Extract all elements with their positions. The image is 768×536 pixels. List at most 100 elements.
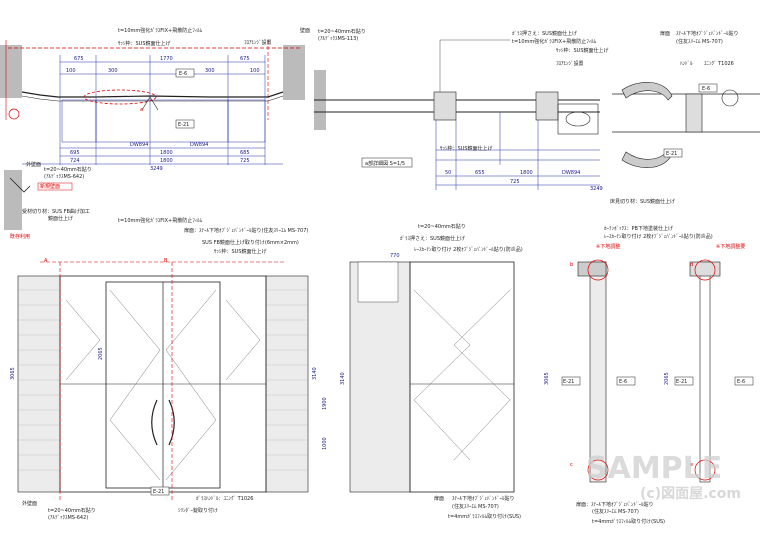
sec-dim-2: 2065 <box>664 372 670 385</box>
sec-tag-2: E-21 <box>563 379 574 385</box>
elev-height-2: 2065 <box>98 347 104 360</box>
sec-tag-3: E-6 <box>737 379 745 385</box>
existing-label: 既存利用 <box>10 233 30 240</box>
dim-lines <box>22 55 283 165</box>
detail-dim-3: 50 <box>445 170 451 176</box>
plan-wall-panel-label: t=20~40mm石貼り <box>318 28 366 35</box>
elev-handle-label: ｶﾞﾗｽﾊﾝﾄﾞﾙ：ﾕﾆﾝｸﾞ T1026 <box>196 495 253 502</box>
detail-title: a部詳細図 S=1/5 <box>365 160 405 167</box>
wall-hatch-left <box>0 45 22 98</box>
detail-dim-4: 725 <box>510 179 520 185</box>
plan-dim-top-1: 675 <box>74 56 84 62</box>
side-door-spec: ｽﾃｰﾙ下地ｵﾌﾞｼﾞｪﾊﾞﾝﾄﾞｰﾙ貼り <box>452 495 515 502</box>
sec-dim-1: 3065 <box>544 372 550 385</box>
sec-tag-4: E-21 <box>676 379 687 385</box>
handle-knob <box>721 89 739 107</box>
plan-wall-panel-note: (ｱﾙﾃﾞｯｸｽMS-113) <box>318 35 358 42</box>
detail-dim-5: DW894 <box>562 170 580 176</box>
sec-tag-box-1 <box>616 376 636 386</box>
watermark-sub: (c)図面屋.com <box>640 486 741 502</box>
detail-frame-2 <box>535 91 559 121</box>
callout-b-label: b <box>570 262 573 268</box>
detail-glass-press-label: ｶﾞﾗｽ押さえ：SUS鏡面仕上げ <box>512 30 577 37</box>
plan-dim-top-2: 1770 <box>160 56 173 62</box>
plan-hinge-label: ﾌﾛｱﾋﾝｼﾞ設置 <box>244 39 272 46</box>
side-sheet-label: ﾚｰｽｶｰﾃﾝ取り付け 2枚ｵﾌﾞｼﾞｪﾊﾞﾝﾄﾞｰﾙ貼り(防炎品) <box>414 246 523 253</box>
plan-tag-box-1 <box>175 68 195 78</box>
new-wall-box <box>37 182 73 191</box>
sash-line <box>21 91 284 98</box>
detail-fixing <box>9 177 31 193</box>
side-glass-press-label: ｶﾞﾗｽ押さえ：SUS鏡面仕上げ <box>400 235 465 242</box>
detail-view: ｶﾞﾗｽ押さえ：SUS鏡面仕上げ t=10mm強化ｶﾞﾗｽFIX+飛散防止ﾌｨﾙ… <box>314 30 675 205</box>
plan-tag-1: E-6 <box>179 71 187 77</box>
handle-finish-label: ｽﾃｰﾙ下地ｵﾌﾞｼﾞｪﾊﾞﾝﾄﾞｰﾙ貼り <box>676 30 739 37</box>
sec-tag-box-4 <box>674 376 694 386</box>
plan-outer-wall-label: 外壁面 <box>26 161 41 168</box>
front-elevation: A B t=10mm強化ｶﾞﾗｽFIX+飛散防止ﾌｨﾙﾑ 扉面：ｽﾃｰﾙ下地ｵﾌ… <box>10 217 328 521</box>
side-fix-glass: t=4mmｶﾞﾗｽﾌｨﾙﾑ取り付け(SUS) <box>448 513 521 520</box>
elev-stone-right <box>265 275 309 493</box>
elev-sus-label: SUS FB鏡面仕上げ取り付け(6mm×2mm) <box>202 239 299 246</box>
plan-sash-label: ｻｯｼ枠：SUS鏡面仕上げ <box>118 40 171 47</box>
watermark-main: SAMPLE <box>586 451 722 486</box>
handle-frame <box>685 93 703 133</box>
elev-height-3: 3140 <box>312 367 318 380</box>
plan-dim-bottom2-3: 725 <box>240 158 250 164</box>
detail-wall-hatch <box>4 170 22 230</box>
plan-tag-box-2 <box>175 119 195 129</box>
sash-line-inner <box>21 95 284 102</box>
section-d-wall <box>699 261 711 483</box>
detail-hinge-circle <box>565 111 591 127</box>
detail-sash-label: ｻｯｼ枠：SUS鏡面仕上げ <box>556 47 609 54</box>
plan-dim-bottom-1: 695 <box>70 150 80 156</box>
section-bottom-label-2: (住友ｽﾘｰｴﾑ MS-707) <box>592 508 639 515</box>
red-circle-marker <box>8 108 20 120</box>
elev-glass-diagonals <box>65 289 261 481</box>
handle-door-label: 扉面 <box>660 30 670 37</box>
section-b-wall <box>589 261 607 483</box>
handle-tag-box <box>698 83 718 93</box>
detail-dim-1: 655 <box>475 170 485 176</box>
elev-sash-label: ｻｯｼ枠：SUS鏡面仕上げ <box>214 248 267 255</box>
section-bottom-label-3: t=4mmｶﾞﾗｽﾌｨﾙﾑ取り付け(SUS) <box>592 518 665 525</box>
detail-glass-label: t=10mm強化ｶﾞﾗｽFIX+飛散防止ﾌｨﾙﾑ <box>512 38 597 45</box>
section-bottom-label: 扉面：ｽﾃｰﾙ下地ｵﾌﾞｼﾞｪﾊﾞﾝﾄﾞｰﾙ貼り <box>576 501 654 508</box>
side-door-label: 扉面 <box>434 495 444 502</box>
section-b-label: B <box>164 258 168 264</box>
plan-mid-dim-2: DW894 <box>190 142 208 148</box>
elev-stone-left <box>17 275 61 493</box>
section-d-box <box>689 261 721 277</box>
detail-floor-cut-label: 床見切り材：SUS鏡面仕上げ <box>610 198 675 205</box>
detail-title-box <box>361 157 413 168</box>
plan-dim-bottom2-1: 724 <box>70 158 80 164</box>
side-elevation: t=20~40mm石貼り ｶﾞﾗｽ押さえ：SUS鏡面仕上げ ﾚｰｽｶｰﾃﾝ取り付… <box>340 223 523 520</box>
side-dim-2: 3140 <box>340 372 346 385</box>
section-a-label: A <box>44 258 48 264</box>
plan-outer-wall-spec: t=20~40mm石貼り <box>44 166 92 173</box>
callout-c <box>587 459 609 481</box>
elev-height-1: 3065 <box>10 367 16 380</box>
elev-outer-wall-spec: t=20~40mm石貼り <box>48 507 96 514</box>
plan-dim-bottom2-2: 1800 <box>160 158 173 164</box>
side-top-block <box>357 261 399 303</box>
callout-e <box>694 459 716 481</box>
callout-c-label: c <box>570 462 573 468</box>
plan-dim-sub-2: 300 <box>108 68 118 74</box>
detail-hinge-label: ﾌﾛｱﾋﾝｼﾞ設置 <box>556 60 584 67</box>
new-wall-label: 新規壁面 <box>40 183 60 190</box>
plan-tag-2: E-21 <box>178 122 189 128</box>
plan-glass-label: t=10mm強化ｶﾞﾗｽFIX+飛散防止ﾌｨﾙﾑ <box>118 27 203 34</box>
elev-height-5: 1000 <box>322 437 328 450</box>
handle-tag: E-6 <box>702 86 710 92</box>
side-dim-1: 770 <box>390 253 400 259</box>
elev-handle-left <box>151 399 158 446</box>
elev-door-label: 扉面：ｽﾃｰﾙ下地ｵﾌﾞｼﾞｪﾊﾞﾝﾄﾞｰﾙ貼り(住友ｽﾘｰｴﾑ MS-707) <box>184 227 308 234</box>
side-panel <box>409 261 515 493</box>
sec-tag-box-3 <box>734 376 754 386</box>
detail-dim-6: 3249 <box>590 186 603 192</box>
detail-hinge-box <box>557 103 599 135</box>
elev-tag: E-21 <box>153 489 164 495</box>
side-door-note: (住友ｽﾘｰｴﾑ MS-707) <box>452 503 499 510</box>
plan-dim-bottom-2: 1800 <box>160 150 173 156</box>
